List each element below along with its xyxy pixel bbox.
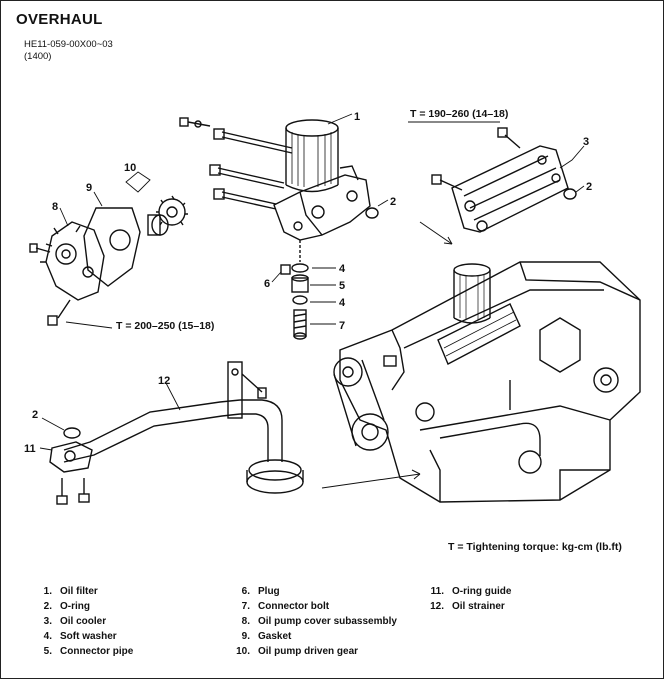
- part-name: Gasket: [258, 631, 292, 642]
- part-row: 9. Gasket: [230, 629, 397, 644]
- part-name: Soft washer: [60, 631, 117, 642]
- o-ring-strainer: [63, 427, 81, 439]
- part-row: 1. Oil filter: [32, 584, 133, 599]
- part-name: Oil cooler: [60, 616, 107, 627]
- part-name: Plug: [258, 586, 280, 597]
- part-number: 3.: [43, 616, 52, 627]
- callout-3: 3: [583, 136, 589, 148]
- code-line-1: HE11-059-00X00~03: [24, 39, 113, 50]
- part-number: 12.: [430, 601, 444, 612]
- part-row: 5. Connector pipe: [32, 644, 134, 659]
- callout-5: 5: [339, 280, 345, 292]
- part-row: 4. Soft washer: [32, 629, 133, 644]
- assembly-arrows: [321, 221, 453, 489]
- callout-1: 1: [354, 111, 360, 123]
- callout-8: 8: [52, 201, 58, 213]
- parts-list-col-1: 1. Oil filter 2. O-ring 3. Oil cooler 4. Sof…: [32, 584, 134, 659]
- o-ring-bracket: [365, 207, 379, 219]
- part-number: 1.: [43, 586, 52, 597]
- parts-list-col-2: 6. Plug 7. Connector bolt 8. Oil pump cover…: [230, 584, 397, 659]
- part-number: 7.: [241, 601, 250, 612]
- callout-2-bracket: 2: [390, 196, 396, 208]
- plug: [280, 264, 291, 275]
- code-line-2: (1400): [24, 51, 52, 62]
- torque-spec-left: T = 200–250 (15–18): [116, 320, 215, 332]
- callout-12: 12: [158, 375, 170, 387]
- callout-2-cooler: 2: [586, 181, 592, 193]
- part-number: 5.: [43, 646, 52, 657]
- leader-lines: [39, 113, 585, 451]
- part-number: 4.: [43, 631, 52, 642]
- gasket-hole: [109, 229, 131, 251]
- part-row: 2. O-ring: [32, 599, 133, 614]
- engine-assembly: [333, 261, 641, 503]
- callout-4-bottom: 4: [339, 297, 346, 309]
- part-row: 3. Oil cooler: [32, 614, 133, 629]
- part-row: 12. Oil strainer: [424, 599, 511, 614]
- callout-2-strainer: 2: [32, 409, 38, 421]
- part-name: Oil strainer: [452, 601, 505, 612]
- part-row: 6. Plug: [230, 584, 397, 599]
- part-name: Connector pipe: [60, 646, 134, 657]
- part-number: 10.: [236, 646, 250, 657]
- oil-strainer: [49, 361, 304, 505]
- part-number: 9.: [241, 631, 250, 642]
- callout-11: 11: [24, 443, 36, 455]
- part-number: 6.: [241, 586, 250, 597]
- connector-stack: [291, 240, 309, 340]
- diagram-code: HE11-059-00X00~03 (1400): [24, 39, 113, 63]
- callout-numbers: 1 2 3 2 10 9 8 4 5 4 7 6 12 2 11: [24, 111, 592, 455]
- part-name: Oil pump driven gear: [258, 646, 359, 657]
- part-row: 8. Oil pump cover subassembly: [230, 614, 397, 629]
- part-number: 2.: [43, 601, 52, 612]
- torque-spec-top: T = 190–260 (14–18): [410, 108, 509, 120]
- part-name: Oil filter: [60, 586, 98, 597]
- callout-9: 9: [86, 182, 92, 194]
- part-name: Connector bolt: [258, 601, 330, 612]
- callout-7: 7: [339, 320, 345, 332]
- callout-10: 10: [124, 162, 136, 174]
- gasket: [83, 207, 141, 287]
- part-name: O-ring: [60, 601, 90, 612]
- part-row: 7. Connector bolt: [230, 599, 397, 614]
- o-ring-cooler: [563, 188, 577, 200]
- part-name: O-ring guide: [452, 586, 512, 597]
- parts-list-col-3: 11. O-ring guide 12. Oil strainer: [424, 584, 511, 614]
- part-row: 10. Oil pump driven gear: [230, 644, 397, 659]
- bracket-bolts: [179, 117, 293, 210]
- part-row: 11. O-ring guide: [424, 584, 512, 599]
- torque-legend: T = Tightening torque: kg-cm (lb.ft): [448, 541, 622, 553]
- oil-filter: [285, 119, 339, 193]
- page-title: OVERHAUL: [16, 11, 103, 28]
- part-number: 11.: [430, 586, 444, 597]
- part-number: 8.: [241, 616, 250, 627]
- part-name: Oil pump cover subassembly: [258, 616, 397, 627]
- callout-6: 6: [264, 278, 270, 290]
- oil-cooler: [431, 127, 569, 233]
- oil-filter-bracket: [273, 165, 371, 241]
- callout-4-top: 4: [339, 263, 346, 275]
- oil-pump-driven-gear: [147, 195, 188, 236]
- oil-pump-cover: [29, 221, 105, 326]
